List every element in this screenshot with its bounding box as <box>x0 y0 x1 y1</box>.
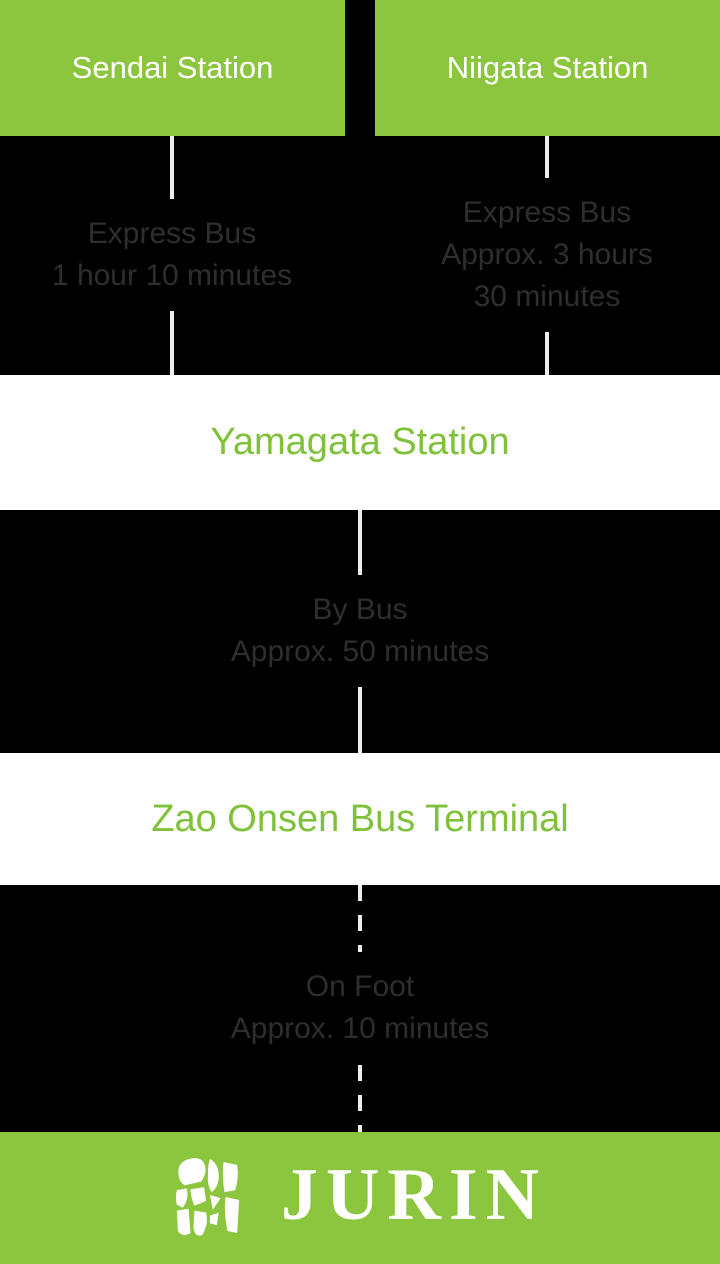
footer-brand-bar: JURIN <box>0 1132 720 1264</box>
origin-box-sendai: Sendai Station <box>0 0 345 136</box>
route-note-line: On Foot <box>305 970 415 1003</box>
origin-box-niigata: Niigata Station <box>375 0 720 136</box>
brand-wordmark: JURIN <box>280 1154 548 1236</box>
jurin-mosaic-logo-icon <box>175 1158 240 1236</box>
station-label-zao-onsen: Zao Onsen Bus Terminal <box>151 797 569 840</box>
route-note-line: Approx. 50 minutes <box>230 635 490 668</box>
route-note-zao-jurin-foot: On Foot Approx. 10 minutes <box>206 952 514 1064</box>
route-note-line: Approx. 10 minutes <box>230 1012 490 1045</box>
route-note-line: By Bus <box>312 593 408 626</box>
station-band-yamagata: Yamagata Station <box>0 375 720 510</box>
route-note-yamagata-zao-bus: By Bus Approx. 50 minutes <box>206 575 514 687</box>
route-note-line: Approx. 3 hours <box>441 238 653 271</box>
origin-label-sendai: Sendai Station <box>71 50 274 85</box>
route-note-line: 30 minutes <box>473 280 621 313</box>
route-note-sendai-express-bus: Express Bus 1 hour 10 minutes <box>27 199 317 311</box>
route-note-niigata-express-bus: Express Bus Approx. 3 hours 30 minutes <box>417 178 677 332</box>
station-band-zao-onsen: Zao Onsen Bus Terminal <box>0 753 720 885</box>
route-note-line: Express Bus <box>462 196 632 229</box>
origin-label-niigata: Niigata Station <box>446 50 649 85</box>
station-label-yamagata: Yamagata Station <box>210 421 510 463</box>
route-note-line: 1 hour 10 minutes <box>51 259 293 292</box>
route-note-line: Express Bus <box>87 217 257 250</box>
